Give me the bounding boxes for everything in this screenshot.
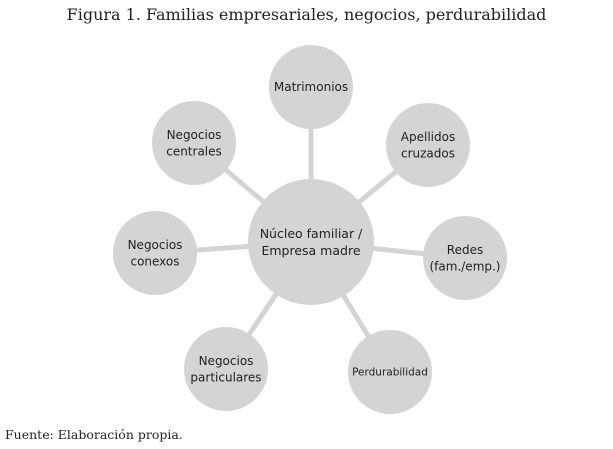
node-label: Redes (447, 243, 483, 257)
node-circle (113, 211, 197, 295)
node-label: Apellidos (401, 130, 455, 144)
node-label: Matrimonios (274, 80, 348, 94)
node-label: centrales (166, 144, 222, 158)
node-label: Negocios (199, 354, 254, 368)
source-note: Fuente: Elaboración propia. (5, 427, 183, 442)
figure-title: Figura 1. Familias empresariales, negoci… (66, 5, 547, 24)
node-label: Perdurabilidad (352, 367, 428, 379)
node-circle (348, 330, 432, 414)
node-label: cruzados (401, 146, 455, 160)
node-circle (269, 45, 353, 129)
node-label: (fam./emp.) (430, 259, 501, 273)
node-label: Negocios (128, 238, 183, 252)
node-circle (386, 103, 470, 187)
node-circle (423, 216, 507, 300)
node-label: particulares (190, 370, 261, 384)
node-label: Negocios (167, 128, 222, 142)
center-label: Núcleo familiar / (260, 226, 363, 241)
node-circle (184, 327, 268, 411)
node-circle (152, 101, 236, 185)
center-label: Empresa madre (261, 243, 360, 258)
center-circle (248, 179, 374, 305)
node-label: conexos (130, 254, 179, 268)
